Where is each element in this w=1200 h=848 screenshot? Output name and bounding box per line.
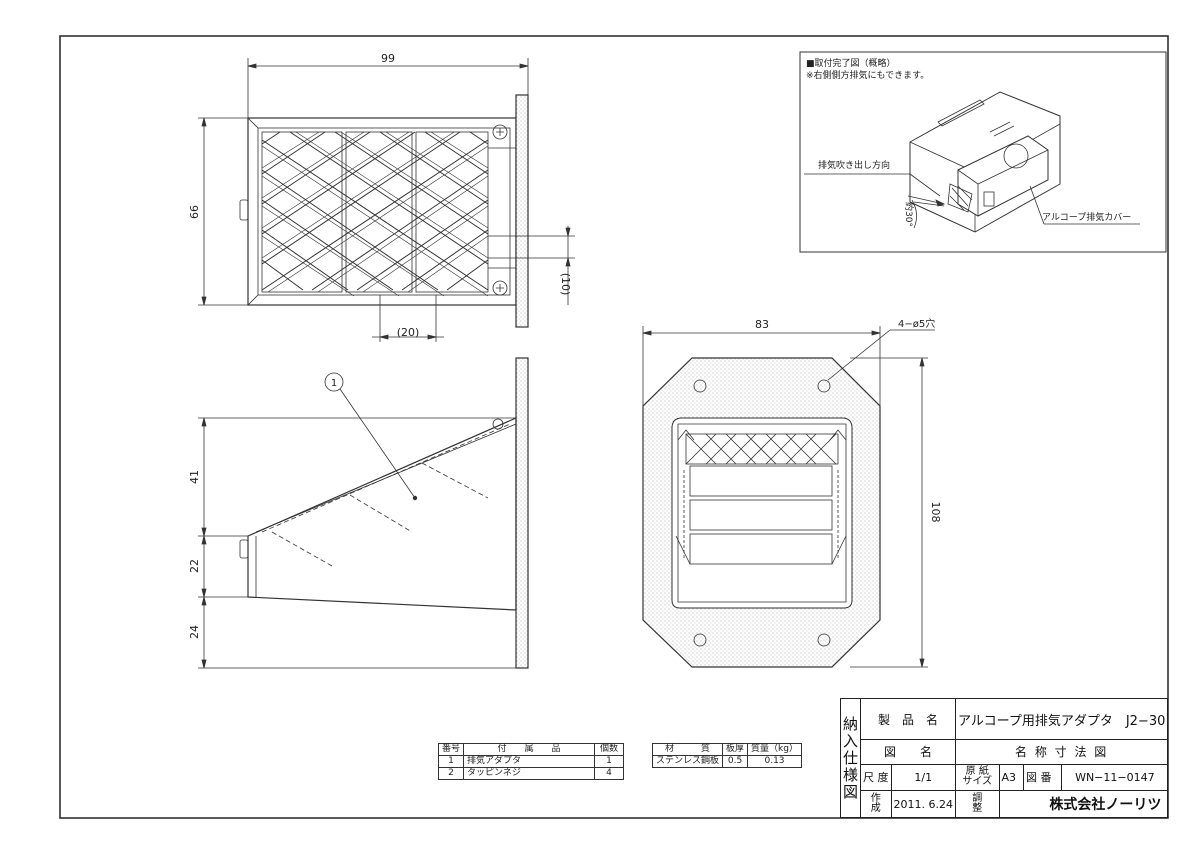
material-row-mass: 0.13: [747, 755, 802, 768]
material-row-material: ステンレス鋼板: [651, 755, 724, 768]
paper-size-label: 原 紙 サイズ: [955, 763, 1000, 792]
holes-note: 4−ø5穴: [898, 317, 935, 330]
title-block-side-label: 納 入 仕 様 図: [839, 698, 862, 818]
dim-front-width: 83: [755, 318, 769, 331]
parts-header-count: 個数: [594, 743, 624, 756]
inset-title: ■取付完了図（概略）: [806, 57, 896, 69]
parts-row-item: 排気アダプタ: [463, 755, 595, 768]
material-table-header: 材 質 板厚 質量（kg）: [651, 743, 802, 756]
top-view: [198, 58, 575, 342]
parts-table-header: 番号 付 属 品 個数: [437, 743, 624, 756]
dim-side-41: 41: [188, 470, 201, 484]
sheet-border: [59, 35, 1169, 819]
dim-side-22: 22: [188, 559, 201, 573]
installed-view-inset: [799, 51, 1167, 253]
figure-name: 名 称 寸 法 図: [954, 739, 1169, 765]
balloon-1: 1: [331, 378, 337, 389]
product-label: 製 品 名: [860, 697, 956, 741]
inset-cover-label: アルコープ排気カバー: [1042, 211, 1131, 223]
parts-row-item: タッピンネジ: [463, 767, 595, 780]
made-label: 作 成: [860, 790, 892, 818]
side-view: [198, 357, 529, 669]
parts-row-no: 2: [437, 767, 465, 780]
front-view: [642, 326, 935, 668]
table-row: ステンレス鋼板 0.5 0.13: [651, 755, 802, 768]
scale-value: 1/1: [890, 763, 957, 792]
title-block: 納 入 仕 様 図 製 品 名 アルコープ用排気アダプタ J2−30 図 名 名…: [839, 697, 1169, 818]
dim-10: (10): [559, 273, 572, 296]
inset-note: ※右側側方排気にもできます。: [806, 69, 929, 81]
side-label-char: 様: [843, 765, 859, 784]
dim-side-24: 24: [188, 625, 201, 639]
dim-20: (20): [397, 326, 420, 339]
parts-row-count: 4: [594, 767, 624, 780]
inset-angle-label: 約30°: [903, 202, 915, 227]
side-label-char: 納: [843, 714, 859, 733]
made-date: 2011. 6.24: [890, 790, 957, 818]
company-name: 株式会社ノーリツ: [998, 790, 1169, 818]
parts-table: 番号 付 属 品 個数 1 排気アダプタ 1 2 タッピンネジ 4: [437, 743, 624, 780]
scale-label: 尺 度: [860, 763, 892, 792]
parts-header-item: 付 属 品: [463, 743, 595, 756]
dim-top-width: 99: [381, 52, 395, 65]
side-label-char: 仕: [843, 748, 859, 767]
inset-outflow-label: 排気吹き出し方向: [818, 159, 890, 171]
table-row: 1 排気アダプタ 1: [437, 755, 624, 768]
drawing-number-value: WN−11−0147: [1061, 763, 1169, 792]
material-header-mass: 質量（kg）: [747, 743, 802, 756]
material-row-thickness: 0.5: [722, 755, 749, 768]
parts-row-no: 1: [437, 755, 465, 768]
dim-front-height: 108: [929, 502, 942, 523]
dim-top-height: 66: [188, 205, 201, 219]
material-header-material: 材 質: [651, 743, 724, 756]
drawing-number-label: 図 番: [1023, 763, 1063, 792]
paper-size-value: A3: [998, 763, 1025, 792]
material-header-thickness: 板厚: [722, 743, 749, 756]
figure-label: 図 名: [860, 739, 956, 765]
material-table: 材 質 板厚 質量（kg） ステンレス鋼板 0.5 0.13: [651, 743, 802, 768]
table-row: 2 タッピンネジ 4: [437, 767, 624, 780]
parts-header-no: 番号: [437, 743, 465, 756]
side-label-char: 図: [843, 782, 859, 801]
parts-row-count: 1: [594, 755, 624, 768]
check-label: 調 整: [955, 790, 1000, 818]
side-label-char: 入: [843, 731, 859, 750]
product-name: アルコープ用排気アダプタ J2−30: [954, 697, 1169, 741]
